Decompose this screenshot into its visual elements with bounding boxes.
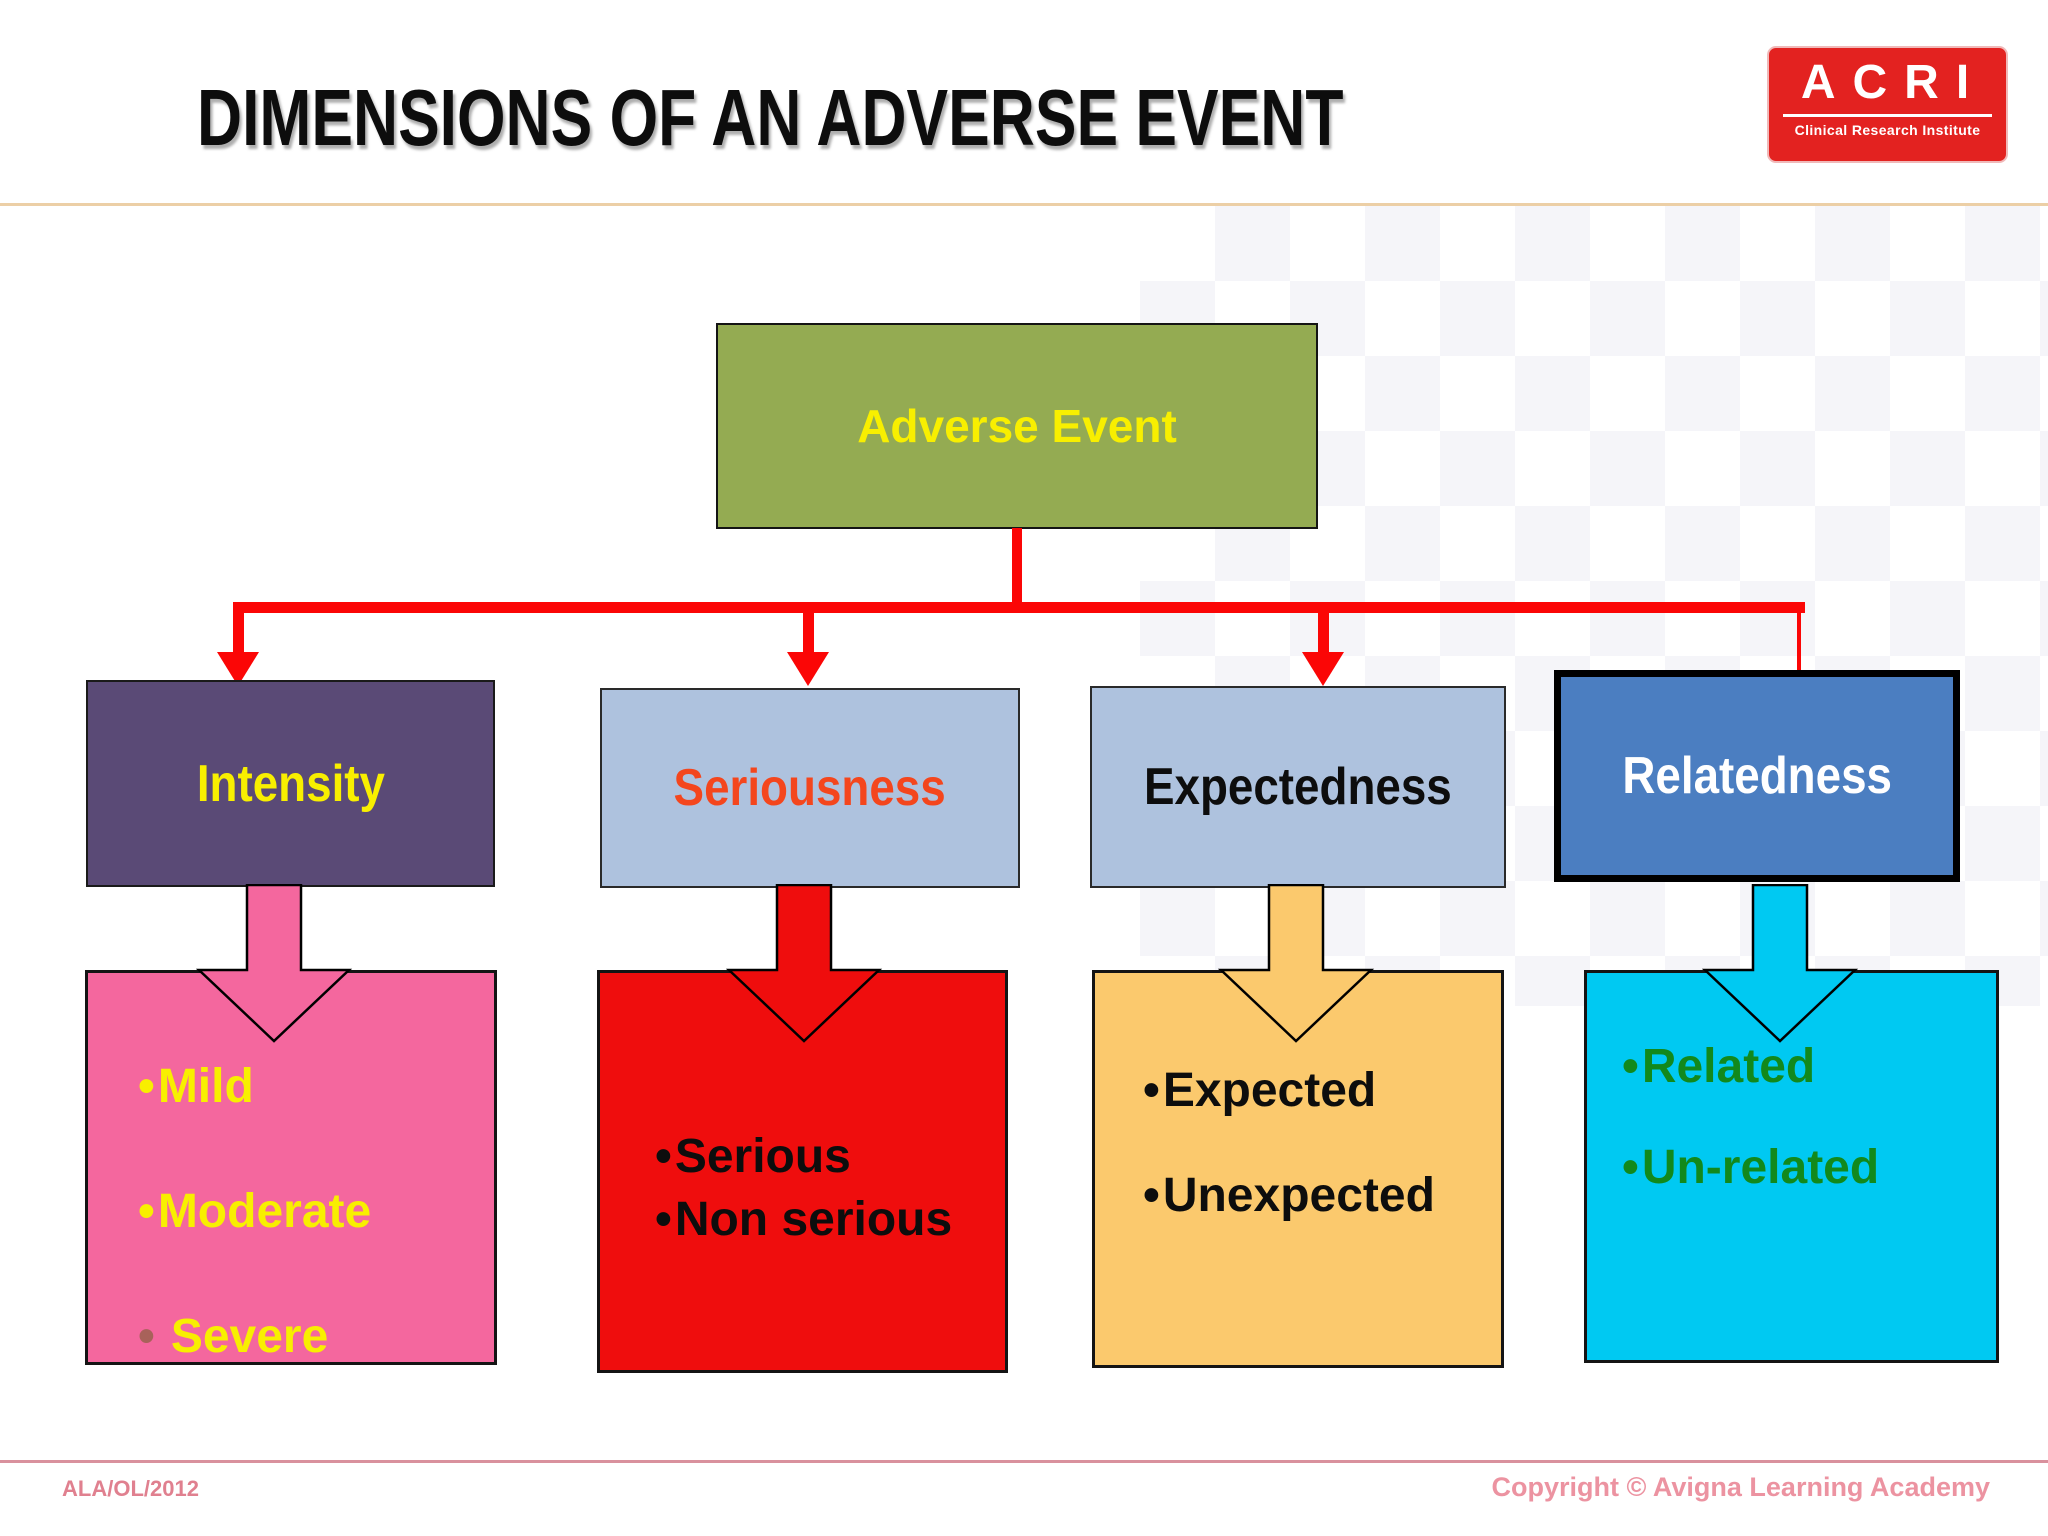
connector-horizontal-line bbox=[233, 602, 1805, 613]
list-item-label: Expected bbox=[1162, 1064, 1377, 1117]
node-seriousness: Seriousness bbox=[600, 688, 1020, 888]
connector-drop-intensity bbox=[233, 602, 244, 654]
bullet-icon: • bbox=[1622, 1140, 1639, 1194]
node-relatedness: Relatedness bbox=[1554, 670, 1960, 882]
connector-arrowhead-seriousness bbox=[787, 652, 829, 686]
connector-drop-relatedness bbox=[1797, 607, 1801, 695]
block-arrow-expectedness bbox=[1217, 884, 1375, 1043]
block-arrow-seriousness bbox=[725, 884, 883, 1043]
list-item-label: Related bbox=[1641, 1040, 1816, 1093]
logo-subtitle: Clinical Research Institute bbox=[1794, 122, 1981, 138]
node-intensity: Intensity bbox=[86, 680, 495, 887]
panel-expectedness-values: • Expected • Unexpected bbox=[1092, 970, 1504, 1368]
list-item-non-serious: • Non serious bbox=[655, 1192, 1005, 1247]
bullet-icon: • bbox=[138, 1184, 155, 1238]
node-adverse-event-label: Adverse Event bbox=[857, 400, 1177, 452]
node-adverse-event: Adverse Event bbox=[716, 323, 1318, 529]
page-title: DIMENSIONS OF AN ADVERSE EVENT bbox=[197, 73, 1344, 162]
connector-drop-seriousness bbox=[803, 602, 814, 654]
bullet-icon: • bbox=[655, 1192, 672, 1246]
list-item-label: Unexpected bbox=[1162, 1168, 1435, 1222]
header-divider-line bbox=[0, 203, 2048, 206]
bullet-icon: • bbox=[1622, 1040, 1639, 1093]
node-expectedness: Expectedness bbox=[1090, 686, 1506, 888]
node-seriousness-label: Seriousness bbox=[673, 759, 947, 817]
bullet-icon: • bbox=[1143, 1168, 1160, 1222]
bullet-icon: • bbox=[655, 1130, 672, 1183]
list-item-severe: • Severe bbox=[138, 1309, 494, 1364]
connector-riser-line bbox=[1012, 528, 1022, 608]
footer-copyright: Copyright © Avigna Learning Academy bbox=[1491, 1472, 1990, 1502]
node-relatedness-label: Relatedness bbox=[1622, 747, 1892, 805]
bullet-icon: • bbox=[138, 1309, 155, 1363]
node-intensity-label: Intensity bbox=[196, 754, 385, 813]
list-item-label: Un-related bbox=[1641, 1140, 1880, 1194]
panel-intensity-values: • Mild • Moderate • Severe bbox=[85, 970, 497, 1365]
bullet-icon: • bbox=[1143, 1064, 1160, 1117]
node-expectedness-label: Expectedness bbox=[1144, 758, 1452, 816]
acri-logo: ACRI Clinical Research Institute bbox=[1767, 46, 2008, 163]
footer-divider-line bbox=[0, 1460, 2048, 1463]
list-item-unexpected: • Unexpected bbox=[1143, 1168, 1501, 1223]
list-item-mild: • Mild bbox=[138, 1060, 494, 1114]
connector-arrowhead-expectedness bbox=[1302, 652, 1344, 686]
list-item-label: Mild bbox=[157, 1060, 254, 1113]
connector-drop-expectedness bbox=[1318, 602, 1329, 654]
list-item-serious: • Serious bbox=[655, 1130, 1005, 1184]
list-item-label: Severe bbox=[170, 1309, 329, 1363]
block-arrow-relatedness bbox=[1701, 884, 1859, 1043]
list-item-label: Serious bbox=[674, 1130, 851, 1183]
list-item-related: • Related bbox=[1622, 1040, 1996, 1094]
footer-document-code: ALA/OL/2012 bbox=[62, 1476, 199, 1501]
list-item-moderate: • Moderate bbox=[138, 1184, 494, 1239]
logo-divider bbox=[1783, 114, 1992, 117]
list-item-label: Moderate bbox=[157, 1184, 372, 1238]
bullet-icon: • bbox=[138, 1060, 155, 1113]
list-item-label: Non serious bbox=[674, 1192, 953, 1246]
logo-acronym: ACRI bbox=[1800, 56, 1987, 109]
block-arrow-intensity bbox=[195, 884, 353, 1043]
list-item-expected: • Expected bbox=[1143, 1064, 1501, 1118]
list-item-un-related: • Un-related bbox=[1622, 1140, 1996, 1195]
